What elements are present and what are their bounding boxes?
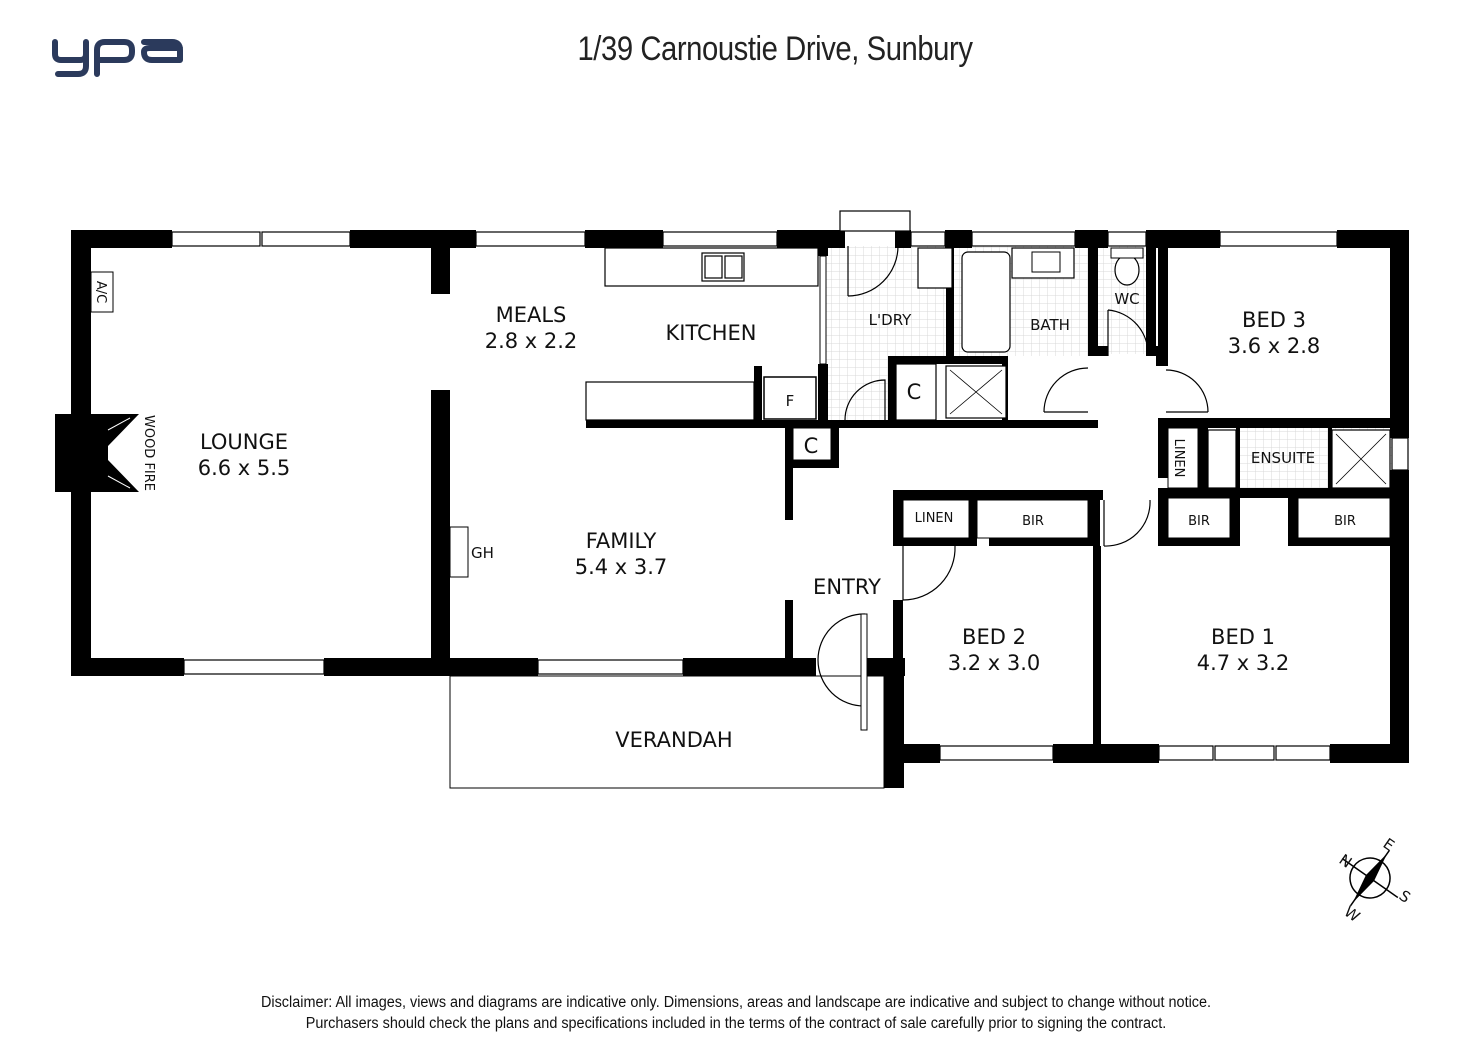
laundry-cupboard <box>895 363 937 421</box>
bath-shower-drain <box>949 369 1003 415</box>
laundry-name: L'DRY <box>869 311 912 329</box>
disclaimer-line-1: Disclaimer: All images, views and diagra… <box>260 994 1212 1011</box>
wc-name: WC <box>1114 290 1139 308</box>
meals-name: MEALS <box>496 303 567 327</box>
bathtub <box>961 251 1011 353</box>
ensuite-name: ENSUITE <box>1251 449 1315 467</box>
bir-bed1-left-label: BIR <box>1188 514 1210 529</box>
meals-dims: 2.8 x 2.2 <box>485 329 578 353</box>
kitchen-cupboard-label: C <box>804 434 819 458</box>
compass-s: S <box>1396 887 1414 907</box>
lounge-dims: 6.6 x 5.5 <box>198 456 291 480</box>
bed2-dims: 3.2 x 3.0 <box>948 651 1041 675</box>
family-name: FAMILY <box>586 529 657 553</box>
bed2-name: BED 2 <box>962 625 1026 649</box>
ensuite-shower-drain <box>1335 433 1387 485</box>
fridge-label: F <box>786 392 795 410</box>
verandah-outline <box>449 675 885 789</box>
kitchen-cupboard <box>792 427 832 461</box>
laundry-sliding-door <box>819 255 827 365</box>
windows <box>171 231 1409 761</box>
bed1-name: BED 1 <box>1211 625 1275 649</box>
bed1-dims: 4.7 x 3.2 <box>1197 651 1290 675</box>
gh-label: GH <box>471 544 494 562</box>
compass-e: E <box>1380 835 1398 855</box>
bed3-dims: 3.6 x 2.8 <box>1228 334 1321 358</box>
bath-basin <box>1031 251 1061 273</box>
toilet <box>1114 254 1140 286</box>
entry-name: ENTRY <box>813 575 881 599</box>
fridge <box>763 376 817 420</box>
bir-bed1-right-box <box>1297 497 1391 539</box>
laundry-tiles <box>826 246 892 422</box>
disclaimer: Disclaimer: All images, views and diagra… <box>238 992 1235 1034</box>
disclaimer-line-2: Purchasers should check the plans and sp… <box>305 1015 1167 1032</box>
bed3-name: BED 3 <box>1242 308 1306 332</box>
verandah-name: VERANDAH <box>615 728 732 752</box>
laundry-landing <box>839 210 911 232</box>
bir-bed1-left-box <box>1167 497 1231 539</box>
ensuite-basin <box>1207 429 1237 489</box>
ac-label: A/C <box>93 281 108 303</box>
bath-name: BATH <box>1030 316 1070 334</box>
property-address-title: 1/39 Carnoustie Drive, Sunbury <box>577 30 973 68</box>
ypa-logo <box>52 39 183 77</box>
linen-hall-label: LINEN <box>915 511 954 526</box>
lounge-name: LOUNGE <box>200 430 288 454</box>
walls <box>55 230 1409 788</box>
kitchen-name: KITCHEN <box>666 321 757 345</box>
compass-rose <box>1341 849 1399 907</box>
ac-unit <box>90 271 114 313</box>
bir-bed2-box <box>976 499 1089 539</box>
kitchen-benches <box>585 247 819 421</box>
linen-ensuite <box>1167 427 1199 489</box>
bir-bed2-label: BIR <box>1022 514 1044 529</box>
bir-bed1-right-label: BIR <box>1334 514 1356 529</box>
wood-fire <box>91 414 139 492</box>
linen-hall <box>902 499 970 539</box>
wood-fire-label: WOOD FIRE <box>141 415 156 491</box>
laundry-tub <box>917 247 953 289</box>
laundry-cupboard-label: C <box>907 380 922 404</box>
compass-w: W <box>1341 903 1364 926</box>
linen-ensuite-label: LINEN <box>1171 439 1186 478</box>
toilet-cistern <box>1110 247 1144 259</box>
family-dims: 5.4 x 3.7 <box>575 555 668 579</box>
gas-heater <box>449 526 469 578</box>
